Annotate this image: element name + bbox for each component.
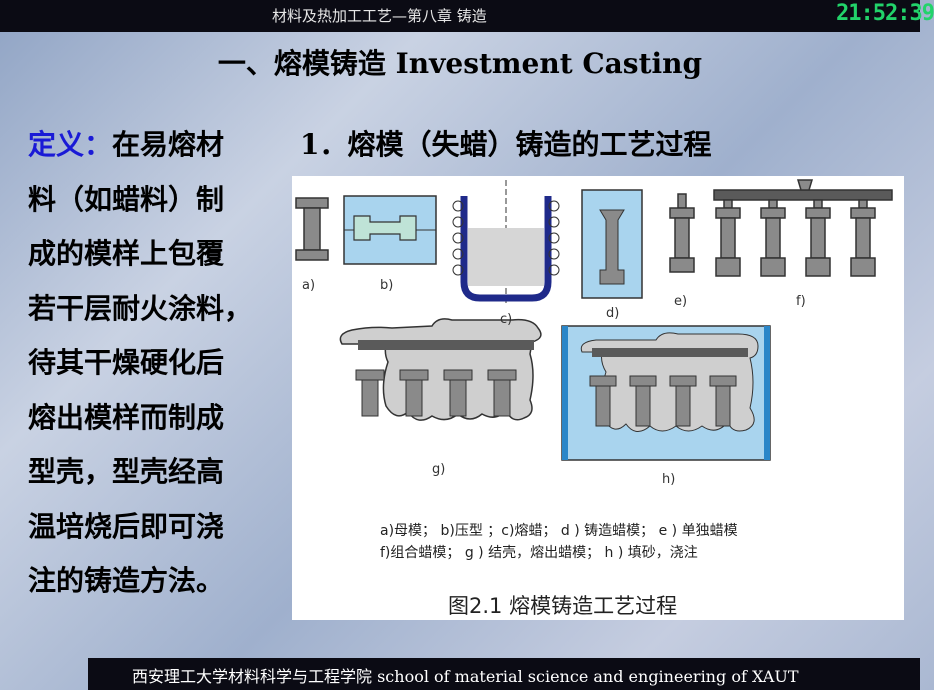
label-c: c) (500, 312, 513, 327)
label-e: e) (674, 294, 688, 309)
label-d: d) (606, 306, 620, 321)
top-bar: 材料及热加工工艺—第八章 铸造 21:52:39 (0, 0, 934, 32)
definition-line-5: 待其干燥硬化后 (28, 346, 225, 379)
slide-header-title: 材料及热加工工艺—第八章 铸造 (272, 7, 487, 25)
casting-process-diagram (295, 179, 893, 461)
process-figure: a) b) c) d) e) f) g) h) a)母模； b)压型 ；c)熔蜡… (292, 176, 904, 620)
wax-cluster-shape (713, 179, 893, 277)
sand-flask-shape (561, 325, 771, 461)
definition-text: 定义：在易熔材 料（如蜡料）制 成的模样上包覆 若干层耐火涂料， 待其干燥硬化后… (28, 118, 298, 609)
definition-line-2: 料（如蜡料）制 (28, 182, 225, 216)
label-f: f) (796, 294, 806, 309)
wax-melting-pot-shape (452, 180, 560, 306)
definition-line-8: 温培烧后即可浇 (28, 509, 225, 543)
slide-heading: 一、熔模铸造 Investment Casting (217, 47, 703, 80)
definition-line-1: 在易熔材 (112, 128, 225, 161)
definition-label: 定义： (28, 128, 113, 161)
label-g: g) (432, 462, 446, 477)
label-b: b) (380, 278, 394, 293)
figure-caption-line-2: f)组合蜡模； g ) 结壳，熔出蜡模； h ) 填砂，浇注 (380, 545, 698, 561)
definition-line-9: 注的铸造方法。 (28, 564, 225, 597)
definition-line-7: 型壳，型壳经高 (28, 455, 225, 488)
footer-text: 西安理工大学材料科学与工程学院 school of material scien… (132, 667, 799, 686)
clock-display: 21:52:39 (836, 1, 934, 26)
definition-line-6: 熔出模样而制成 (28, 400, 225, 434)
wax-casting-die-shape (581, 189, 643, 299)
process-subheading: 1．熔模（失蜡）铸造的工艺过程 (300, 128, 712, 161)
definition-line-3: 成的模样上包覆 (28, 237, 225, 270)
label-a: a) (302, 278, 316, 293)
figure-title: 图2.1 熔模铸造工艺过程 (448, 594, 678, 618)
die-shape (343, 195, 437, 265)
ceramic-shell-shape (339, 318, 542, 421)
master-pattern-shape (295, 197, 329, 261)
figure-caption-line-1: a)母模； b)压型 ；c)熔蜡； d ) 铸造蜡模； e ) 单独蜡模 (380, 523, 738, 539)
definition-line-4: 若干层耐火涂料， (28, 291, 253, 325)
single-wax-pattern-shape (669, 193, 695, 273)
label-h: h) (662, 472, 676, 487)
footer-bar: 西安理工大学材料科学与工程学院 school of material scien… (88, 658, 920, 690)
